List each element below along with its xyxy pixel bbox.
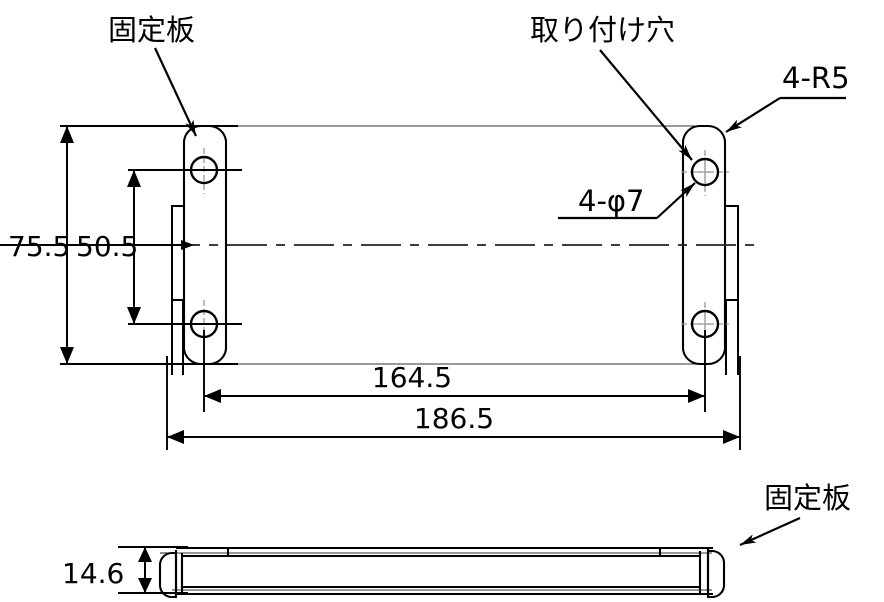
side-fixing-plate-strip xyxy=(176,546,713,596)
leader-corner-radius: 4-R5 xyxy=(725,61,850,133)
label-4-r5: 4-R5 xyxy=(782,61,850,95)
right-inner-step-edge xyxy=(725,205,739,375)
front-view-group: 75.5 50.5 164.5 186.5 xyxy=(0,13,850,450)
leader-fixing-plate-side: 固定板 xyxy=(739,481,851,547)
dim-75-5-label: 75.5 xyxy=(8,230,70,263)
dimension-width-holes: 164.5 xyxy=(203,330,706,412)
label-4-phi7: 4-φ7 xyxy=(578,184,645,218)
leader-mounting-hole: 取り付け穴 xyxy=(530,13,693,161)
dimension-height-overall: 75.5 xyxy=(0,125,238,365)
dim-14-6-label: 14.6 xyxy=(62,557,124,590)
dim-186-5-label: 186.5 xyxy=(414,402,494,435)
left-inner-step-edge xyxy=(171,205,184,375)
hole-top-right xyxy=(690,157,720,187)
side-plate-body xyxy=(160,552,712,591)
dim-50-5-label: 50.5 xyxy=(76,230,138,263)
leader-hole-diameter: 4-φ7 xyxy=(558,182,696,220)
label-mounting-hole: 取り付け穴 xyxy=(530,13,675,47)
label-fixing-plate-side: 固定板 xyxy=(764,481,851,515)
leader-fixing-plate-top: 固定板 xyxy=(108,13,197,137)
dimension-width-overall: 186.5 xyxy=(166,356,741,450)
plate-body-outline xyxy=(204,125,705,365)
hole-centerlines xyxy=(203,148,729,348)
dim-164-5-label: 164.5 xyxy=(372,361,452,394)
label-fixing-plate-top: 固定板 xyxy=(108,13,195,47)
side-view-group: 14.6 固定板 xyxy=(62,481,851,599)
dimension-height-holes: 50.5 xyxy=(76,169,242,325)
dimension-thickness: 14.6 xyxy=(62,546,188,594)
